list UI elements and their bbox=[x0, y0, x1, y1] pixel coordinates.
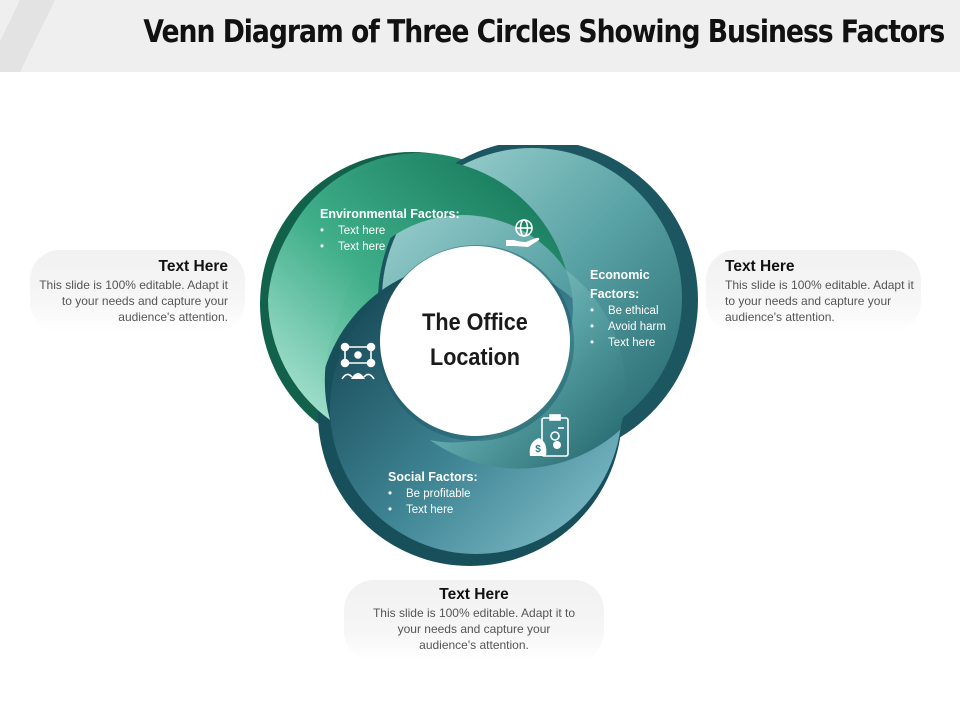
social-factors-label: Social Factors: Be profitable Text here bbox=[388, 469, 478, 518]
economic-factors-label: Economic Factors: Be ethical Avoid harm … bbox=[590, 267, 666, 351]
list-item: Text here bbox=[388, 502, 478, 518]
bottom-callout-text-line: This slide is 100% editable. Adapt it to bbox=[372, 606, 576, 620]
right-callout-background bbox=[706, 250, 921, 332]
right-callout-text-line: This slide is 100% editable. Adapt it bbox=[725, 278, 914, 292]
header-stripe-decoration bbox=[0, 0, 55, 72]
economic-factors-list: Be ethical Avoid harm Text here bbox=[590, 303, 666, 351]
hand-globe-icon bbox=[506, 219, 540, 247]
right-callout-text-line: to your needs and capture your bbox=[725, 294, 892, 308]
left-callout-background bbox=[30, 250, 245, 332]
environmental-factors-list: Text here Text here bbox=[320, 223, 460, 255]
center-label-line1: The Office bbox=[422, 309, 528, 336]
left-callout-text-line: to your needs and capture your bbox=[61, 294, 228, 308]
list-item: Avoid harm bbox=[590, 319, 666, 335]
left-callout-title: Text Here bbox=[158, 258, 229, 275]
left-callout-text-line: audience's attention. bbox=[118, 310, 228, 324]
economic-factors-heading-line1: Economic bbox=[590, 268, 650, 282]
bottom-callout-text-line: your needs and capture your bbox=[397, 622, 551, 636]
list-item: Be profitable bbox=[388, 486, 478, 502]
bottom-callout-title: Text Here bbox=[439, 586, 509, 603]
environmental-factors-label: Environmental Factors: Text here Text he… bbox=[320, 206, 460, 255]
right-callout-text-line: audience's attention. bbox=[725, 310, 835, 324]
center-label-line2: Location bbox=[430, 344, 520, 371]
bottom-callout: Text Here This slide is 100% editable. A… bbox=[344, 587, 604, 653]
right-callout: Text Here This slide is 100% editable. A… bbox=[725, 259, 925, 325]
environmental-factors-heading: Environmental Factors: bbox=[320, 207, 460, 221]
center-label: The Office Location bbox=[403, 305, 547, 375]
list-item: Text here bbox=[590, 335, 666, 351]
svg-text:$: $ bbox=[535, 444, 541, 455]
right-callout-title: Text Here bbox=[725, 258, 795, 275]
bottom-callout-text-line: audience's attention. bbox=[419, 638, 529, 652]
list-item: Be ethical bbox=[590, 303, 666, 319]
list-item: Text here bbox=[320, 223, 460, 239]
left-callout-text-line: This slide is 100% editable. Adapt it bbox=[39, 278, 228, 292]
social-factors-heading: Social Factors: bbox=[388, 470, 478, 484]
social-factors-list: Be profitable Text here bbox=[388, 486, 478, 518]
bottom-callout-background bbox=[344, 580, 604, 662]
economic-factors-heading-line2: Factors: bbox=[590, 287, 640, 301]
economic-overlap-arc bbox=[430, 270, 626, 469]
page-title: Venn Diagram of Three Circles Showing Bu… bbox=[143, 14, 945, 50]
left-callout: Text Here This slide is 100% editable. A… bbox=[30, 259, 228, 325]
center-circle bbox=[380, 246, 570, 436]
people-network-icon bbox=[340, 342, 376, 380]
money-clipboard-icon: $ bbox=[529, 414, 569, 457]
list-item: Text here bbox=[320, 239, 460, 255]
header-bar: Venn Diagram of Three Circles Showing Bu… bbox=[0, 0, 960, 72]
